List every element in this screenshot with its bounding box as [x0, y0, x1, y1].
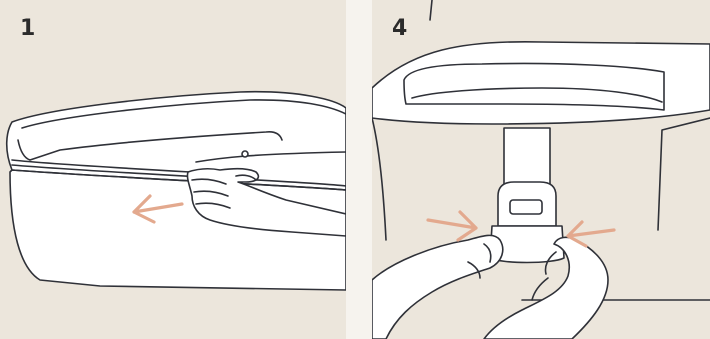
carrier-body-left: [372, 118, 386, 240]
step-panel-4: 4: [372, 0, 710, 339]
zipper-pull: [242, 151, 248, 157]
step-4-illustration: [372, 0, 710, 339]
handle-slot: [404, 63, 664, 110]
right-finger-2: [532, 278, 548, 300]
panel-divider: [346, 0, 372, 339]
squeeze-arrow-left: [428, 212, 476, 240]
buckle-top: [498, 182, 556, 226]
step-number-4: 4: [392, 16, 407, 41]
step-panel-1: 1: [0, 0, 346, 339]
left-hand: [372, 235, 503, 339]
carrier-body-right: [658, 118, 710, 230]
step-number-1: 1: [20, 16, 35, 41]
step-1-illustration: [0, 0, 346, 339]
top-edge: [430, 0, 432, 20]
